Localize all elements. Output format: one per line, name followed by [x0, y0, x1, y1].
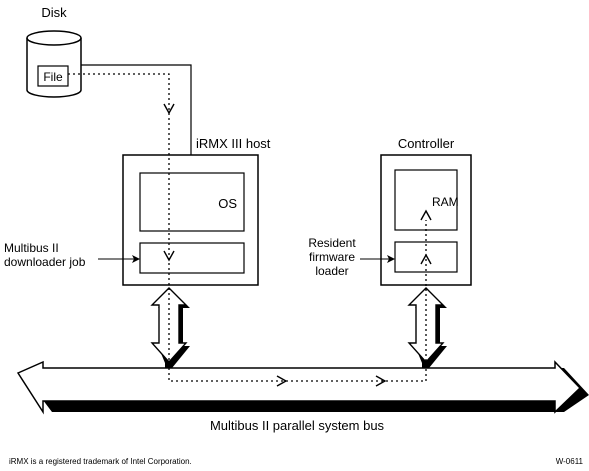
- controller-label: Controller: [398, 136, 455, 151]
- trademark-note: iRMX is a registered trademark of Intel …: [9, 457, 192, 466]
- file-label: File: [43, 70, 63, 84]
- disk-label: Disk: [41, 5, 67, 20]
- data-path-arrowhead-down-2: [163, 250, 175, 262]
- host-os-box: [139, 172, 245, 232]
- downloader-label-line1: Multibus II: [4, 241, 59, 255]
- downloader-job-box: [139, 242, 245, 274]
- data-path-arrowhead-up-1: [420, 253, 432, 265]
- host-computer: [122, 154, 259, 286]
- downloader-pointer-arrowhead: [132, 255, 140, 263]
- disk-top: [26, 30, 82, 46]
- file-box: [37, 65, 69, 87]
- loader-label-line1: Resident: [308, 236, 356, 250]
- controller: [380, 154, 472, 286]
- disk: [26, 30, 82, 98]
- host-label: iRMX III host: [196, 136, 271, 151]
- os-label: OS: [218, 196, 237, 211]
- data-path-arrowhead-down-1: [163, 103, 175, 115]
- loader-label-line2: firmware: [309, 250, 355, 264]
- figure-id: W-0611: [556, 457, 584, 466]
- controller-bus-connector-arrow: [407, 287, 447, 368]
- data-path-arrowhead-up-2: [420, 209, 432, 221]
- host-bus-connector-arrow: [150, 287, 190, 368]
- downloader-label-line2: downloader job: [4, 255, 86, 269]
- bus-arrow-body: [16, 360, 582, 415]
- loader-label-line3: loader: [315, 264, 348, 278]
- bus-label: Multibus II parallel system bus: [210, 418, 385, 433]
- ram-label: RAM: [432, 195, 459, 209]
- data-path-arrowhead-right-1: [276, 375, 288, 387]
- firmware-loader-box: [394, 241, 458, 273]
- data-path-arrowhead-right-2: [375, 375, 387, 387]
- disk-to-host-connection: [81, 64, 192, 155]
- system-bus-arrow: [16, 360, 589, 415]
- download-data-path: [68, 73, 432, 387]
- loader-pointer-arrowhead: [387, 255, 395, 263]
